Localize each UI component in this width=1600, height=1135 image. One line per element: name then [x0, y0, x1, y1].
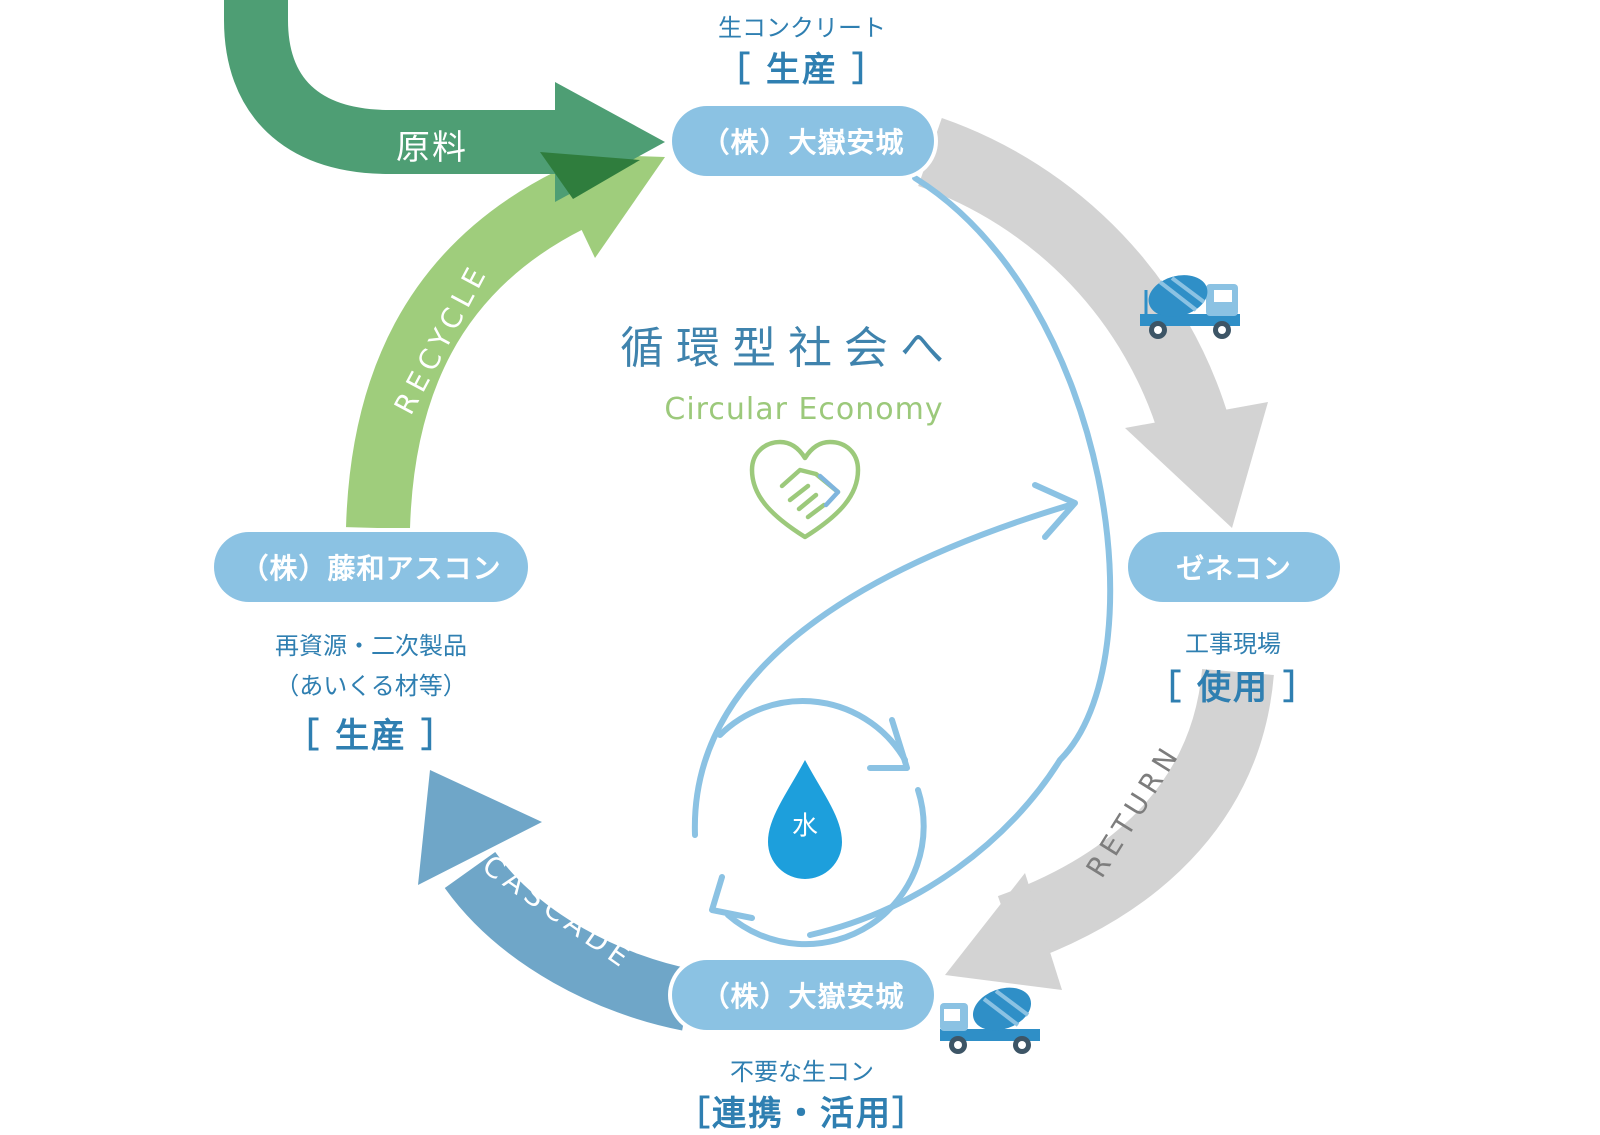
left-caption-line2: （あいくる材等）	[275, 672, 467, 700]
water-label: 水	[791, 811, 819, 842]
node-towa-ascon: （株）藤和アスコン	[214, 532, 528, 602]
handshake-heart-icon	[749, 439, 861, 540]
center-title: 循環型社会へ	[620, 323, 956, 374]
left-caption-large: ［ 生産 ］	[285, 716, 457, 756]
delivery-arrow	[917, 118, 1268, 528]
node-ohtake-top: （株）大嶽安城	[672, 106, 934, 176]
raw-material-label: 原料	[396, 128, 468, 168]
right-caption-small: 工事現場	[1185, 630, 1281, 658]
left-caption-line1: 再資源・二次製品	[275, 632, 467, 660]
mixer-truck-icon	[1140, 275, 1240, 339]
node-general-contractor: ゼネコン	[1128, 532, 1340, 602]
node-ohtake-bottom: （株）大嶽安城	[672, 960, 934, 1030]
mixer-truck-icon	[940, 987, 1040, 1054]
water-drop-icon	[768, 760, 842, 879]
flow-line-sweep	[691, 482, 1078, 838]
bottom-caption-large: ［連携・活用］	[676, 1094, 928, 1134]
top-caption-small: 生コンクリート	[718, 14, 886, 42]
cascade-arrow	[418, 770, 695, 1031]
return-arrow	[945, 668, 1274, 990]
center-subtitle: Circular Economy	[664, 392, 944, 427]
right-caption-large: ［ 使用 ］	[1147, 668, 1319, 708]
bottom-caption-small: 不要な生コン	[730, 1058, 874, 1086]
top-caption-large: ［ 生産 ］	[716, 50, 888, 90]
raw-material-arrow	[224, 0, 665, 202]
water-cycle-loop	[709, 698, 927, 948]
flow-line-top-to-bottom	[807, 175, 1114, 938]
